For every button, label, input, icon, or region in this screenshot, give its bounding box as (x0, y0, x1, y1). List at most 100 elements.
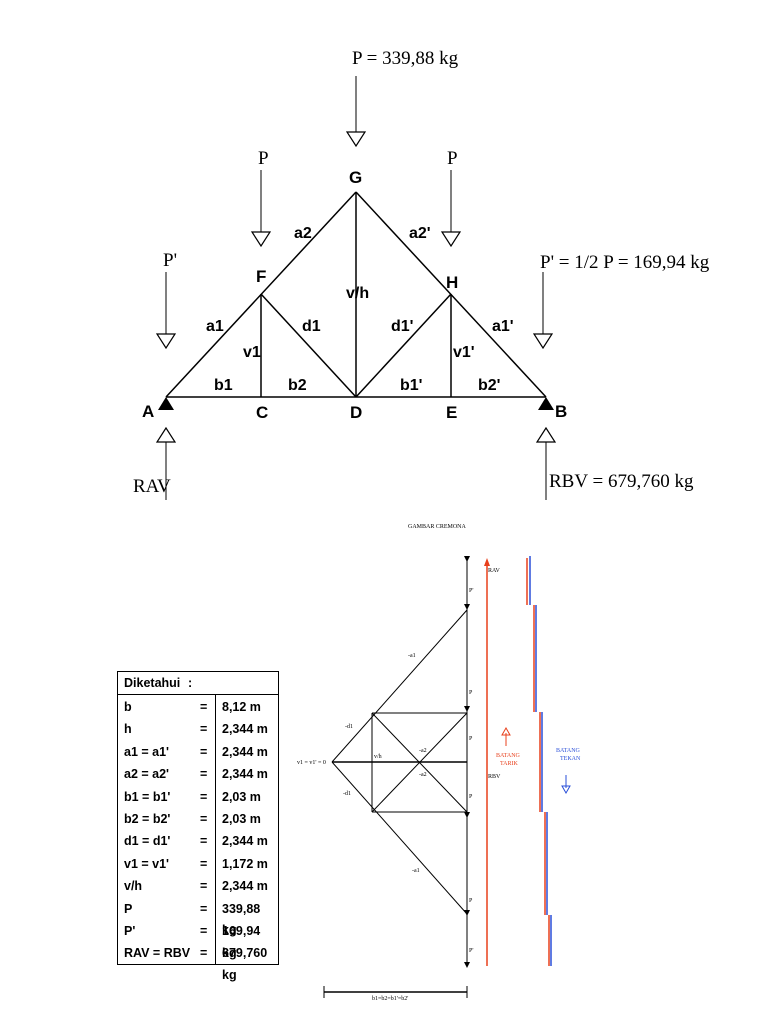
table-row: a1 = a1' = 2,344 m (118, 742, 278, 764)
cremona-label-a2-top: -a2 (419, 748, 427, 754)
legend-compression-arrow-icon (561, 785, 571, 795)
node-label-g: G (349, 168, 362, 187)
table-row: P'=169,94 kg (118, 921, 278, 960)
node-label-a: A (142, 402, 154, 421)
node-label-b: B (555, 402, 567, 421)
support-b-triangle (538, 397, 554, 410)
row-key: b (124, 700, 132, 714)
load-left-label: P (258, 148, 269, 169)
table-divider (215, 695, 216, 964)
row-key: v1 = v1' (124, 856, 170, 871)
known-header-label: Diketahui (124, 676, 181, 690)
table-row: b2 = b2'=2,03 m (118, 809, 278, 831)
cremona-label-p-top: P' (469, 588, 473, 594)
node-label-d: D (350, 403, 362, 422)
row-value: 2,344 m (222, 879, 268, 894)
table-row: b1 = b1'=2,03 m (118, 787, 278, 809)
node-label-h: H (446, 273, 458, 292)
row-key: v/h (124, 879, 143, 894)
cremona-label-a1-top: -a1 (408, 653, 416, 659)
cremona-label-rav: RAV (488, 568, 501, 574)
known-header-colon: : (188, 676, 193, 690)
tension-bar-arrow-icon (484, 558, 490, 566)
member-label-v1p: v1' (453, 344, 475, 361)
cremona-label-p-bottom: P' (469, 948, 473, 954)
row-key: RAV = RBV (124, 946, 191, 961)
row-equals: = (200, 856, 208, 871)
known-values-table: Diketahui : b = 8,12 m h=2,344 m a1 = a1' = 2,… (117, 671, 279, 982)
table-row: RAV = RBV=679,760 kg (118, 943, 278, 982)
row-equals: = (200, 700, 208, 714)
cremona-label-d1-bottom: -d1 (343, 791, 351, 797)
row-value: 2,344 m (222, 722, 268, 737)
cremona-label-p1: P (469, 690, 473, 696)
cremona-label-base: b1=b2=b1'=b2' (372, 996, 408, 1002)
table-row: h=2,344 m (118, 719, 278, 741)
legend-tension-arrow-icon (501, 726, 511, 736)
support-a-triangle (158, 397, 174, 410)
member-label-a2: a2 (294, 225, 312, 242)
table-row: v1 = v1' = 1,172 m (118, 854, 278, 876)
row-value: 8,12 m (222, 700, 261, 714)
table-row: v/h=2,344 m (118, 876, 278, 898)
row-equals: = (200, 834, 208, 849)
cremona-label-rbv: RBV (488, 774, 501, 780)
truss-members (165, 191, 547, 398)
member-label-a1p: a1' (492, 318, 514, 335)
row-key: a2 = a2' (124, 767, 170, 782)
row-value: 2,03 m (222, 789, 261, 804)
member-label-d1p: d1' (391, 318, 413, 335)
row-value: 2,03 m (222, 812, 261, 826)
load-end-left-label: P' (163, 250, 177, 271)
load-right-label: P (447, 148, 458, 169)
row-equals: = (200, 901, 208, 916)
cremona-label-d1-top: -d1 (345, 724, 353, 730)
node-label-f: F (256, 267, 266, 286)
row-equals: = (200, 744, 208, 759)
cremona-a1-bottom (331, 761, 468, 915)
row-value: 1,172 m (222, 856, 268, 871)
row-key: P (124, 901, 133, 916)
row-value: 679,760 kg (222, 946, 268, 982)
cremona-label-p2: P (469, 736, 473, 742)
cremona-title: GAMBAR CREMONA (408, 524, 467, 530)
cremona-label-p4: P (469, 898, 473, 904)
load-center-label: P = 339,88 kg (352, 48, 459, 69)
member-label-b1p: b1' (400, 377, 422, 394)
legend-compression-line2: TEKAN (560, 756, 581, 762)
member-label-d1: d1 (302, 318, 321, 335)
load-center-arrow-icon (345, 131, 367, 148)
row-key: a1 = a1' (124, 744, 170, 759)
row-key: P' (124, 924, 136, 938)
legend-compression: BATANG TEKAN (556, 748, 581, 795)
load-left-arrow-icon (250, 231, 272, 248)
member-label-b2: b2 (288, 377, 307, 394)
row-key: d1 = d1' (124, 834, 171, 849)
table-row: P = 339,88 kg (118, 899, 278, 938)
cremona-label-a2-bottom: -a2 (419, 772, 427, 778)
reaction-arrows (155, 426, 557, 500)
row-value: 2,344 m (222, 767, 268, 782)
cremona-a1-top (331, 609, 468, 763)
legend-tension-line2: TARIK (500, 761, 519, 767)
reaction-right-arrow-icon (535, 426, 557, 443)
member-label-a1: a1 (206, 318, 224, 335)
reaction-right-label: RBV = 679,760 kg (549, 471, 694, 492)
row-value: 2,344 m (222, 834, 268, 849)
row-value: 339,88 kg (222, 901, 261, 938)
row-value: 2,344 m (222, 744, 268, 759)
cremona-label-vh: v/h (374, 754, 382, 760)
load-end-right-arrow-icon (532, 333, 554, 350)
legend-tension-line1: BATANG (496, 753, 521, 759)
load-arrows (155, 76, 554, 350)
member-d1 (260, 293, 357, 398)
reaction-left-label: RAV (133, 476, 171, 497)
member-label-v1: v1 (243, 344, 261, 361)
node-label-c: C (256, 403, 268, 422)
member-label-b2p: b2' (478, 377, 500, 394)
cremona-label-p3: P (469, 794, 473, 800)
cremona-label-a1-bottom: -a1 (412, 868, 420, 874)
member-label-b1: b1 (214, 377, 233, 394)
reaction-left-arrow-icon (155, 426, 177, 443)
